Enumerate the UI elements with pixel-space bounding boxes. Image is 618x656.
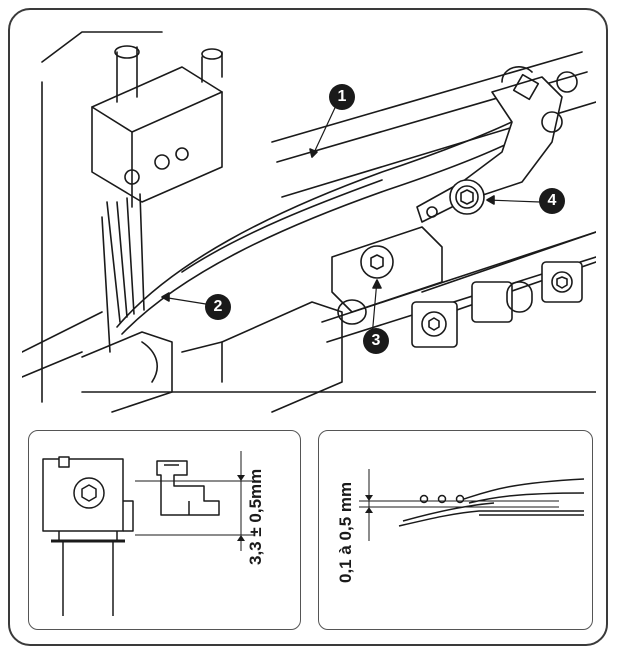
callout-2-marker: 2 [205,294,231,320]
callout-3-marker: 3 [363,328,389,354]
clearance-dimension-label: 0,1 à 0,5 mm [336,481,355,583]
detail-panel-height [28,430,301,630]
detail-panel-clearance [318,430,593,630]
main-illustration [22,22,596,414]
callout-1-marker: 1 [329,84,355,110]
height-dimension-label: 3,3 ± 0,5mm [246,468,265,565]
callout-4-marker: 4 [539,188,565,214]
